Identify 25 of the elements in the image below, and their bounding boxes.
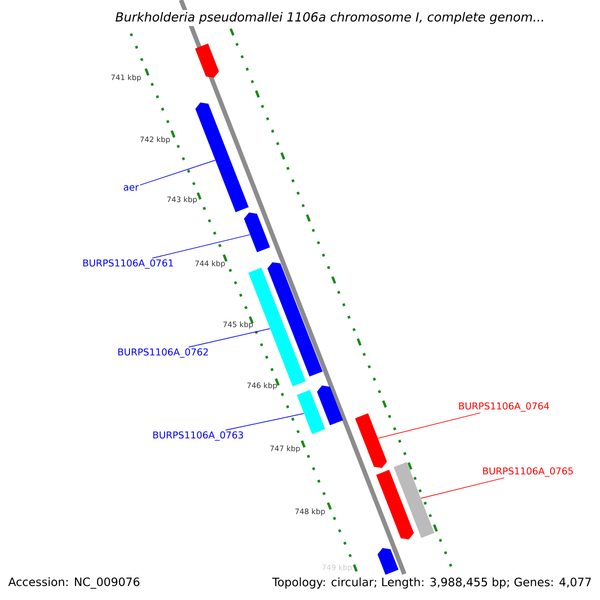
gene-feature — [378, 548, 399, 575]
leader-line — [152, 234, 250, 258]
gene-label: aer — [124, 185, 139, 191]
leader-line — [225, 413, 304, 430]
gene-bar — [394, 462, 434, 538]
gene-feature — [376, 470, 414, 540]
gene-feature — [195, 44, 219, 78]
gene-label: BURPS1106A_0761 — [83, 259, 173, 269]
leader-line — [420, 478, 504, 499]
gene-label: BURPS1106A_0765 — [483, 467, 573, 477]
gene-feature — [316, 385, 344, 426]
gene-feature — [267, 262, 323, 377]
gene-feature — [244, 212, 270, 252]
gene-feature — [195, 102, 249, 212]
title: Burkholderia pseudomallei 1106a chromosome I, complete genom... — [113, 10, 547, 26]
accession-text: Accession: NC_009076 — [8, 577, 140, 589]
gene-feature — [355, 413, 387, 468]
leader-line — [140, 160, 216, 186]
leader-line — [188, 328, 270, 348]
topology-text: Topology: circular; Length: 3,988,455 bp; Genes: 4,077 — [272, 577, 591, 589]
gene-bar — [296, 390, 326, 434]
gene-label: BURPS1106A_0762 — [118, 348, 208, 358]
gene-label: BURPS1106A_0764 — [459, 402, 550, 412]
gene-label: BURPS1106A_0763 — [153, 431, 244, 441]
leader-line — [378, 412, 481, 439]
